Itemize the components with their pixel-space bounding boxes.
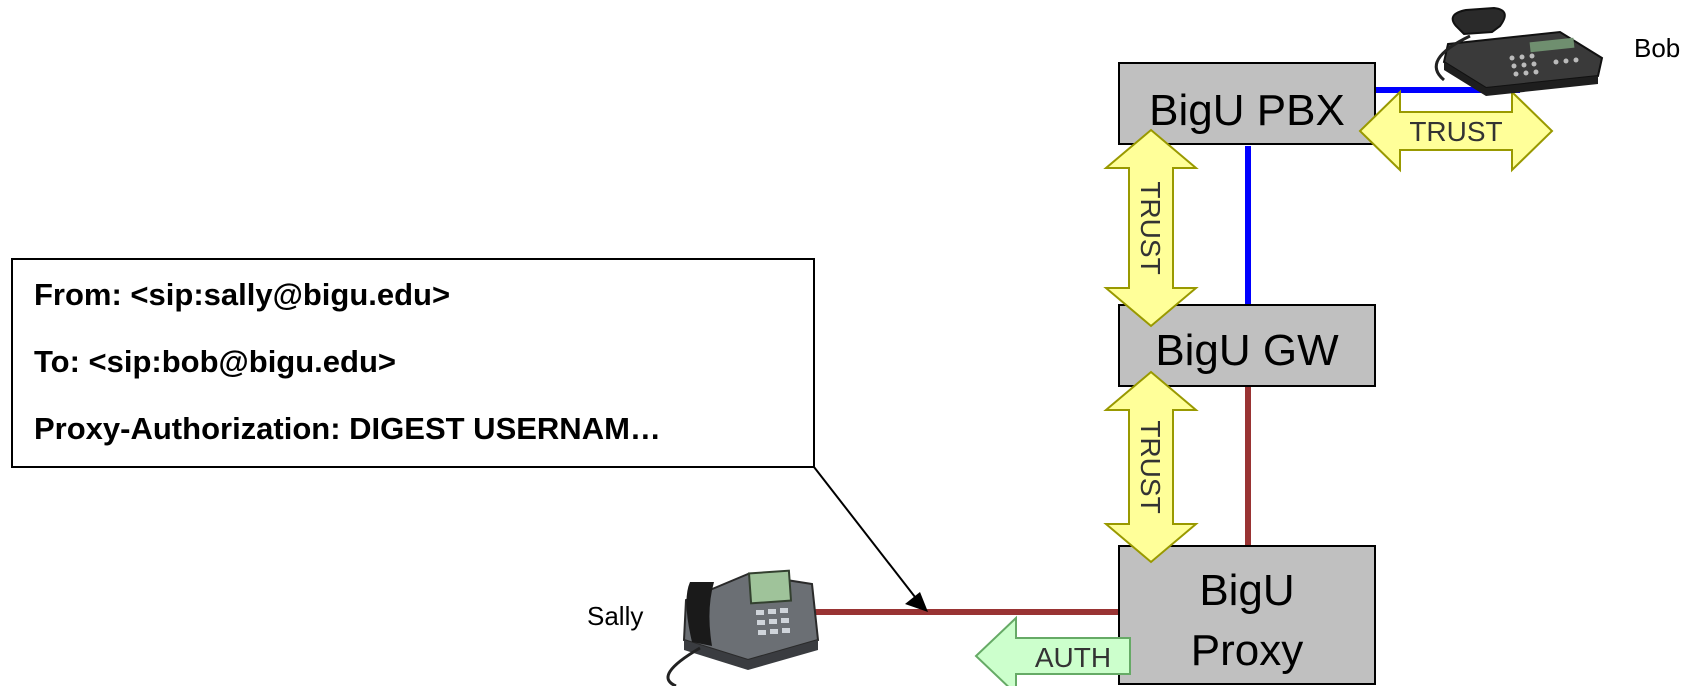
auth-arrow: AUTH [974,615,1131,686]
sally-phone-icon [666,569,820,686]
node-bigu-proxy-label-line1: BigU [1199,566,1294,615]
trust-arrow-pbx-gw: TRUST [1103,128,1199,328]
trust-arrow-pbx-gw-label: TRUST [1135,181,1166,274]
auth-arrow-label: AUTH [1035,642,1111,673]
node-bigu-proxy-label-line2: Proxy [1191,626,1303,675]
callout-to-header: To: <sip:bob@bigu.edu> [34,344,396,379]
callout-pointer-arrowhead [905,592,928,612]
trust-arrow-pbx-bob: TRUST [1358,89,1554,173]
sip-header-callout: From: <sip:sally@bigu.edu> To: <sip:bob@… [11,258,815,468]
node-bigu-gw: BigU GW [1118,304,1376,387]
bob-phone-icon [1434,6,1604,96]
node-bigu-proxy: BigU Proxy [1118,545,1376,685]
sally-label: Sally [587,601,643,631]
callout-pointer-line [813,466,916,598]
node-bigu-pbx: BigU PBX [1118,62,1376,145]
callout-proxy-authorization-header: Proxy-Authorization: DIGEST USERNAM… [34,411,661,446]
bob-label: Bob [1634,33,1680,63]
node-bigu-pbx-label: BigU PBX [1149,86,1345,135]
node-bigu-gw-label: BigU GW [1155,326,1339,375]
trust-arrow-gw-proxy: TRUST [1103,370,1199,564]
trust-arrow-pbx-bob-label: TRUST [1409,116,1502,147]
trust-arrow-gw-proxy-label: TRUST [1135,420,1166,513]
callout-from-header: From: <sip:sally@bigu.edu> [34,277,450,312]
